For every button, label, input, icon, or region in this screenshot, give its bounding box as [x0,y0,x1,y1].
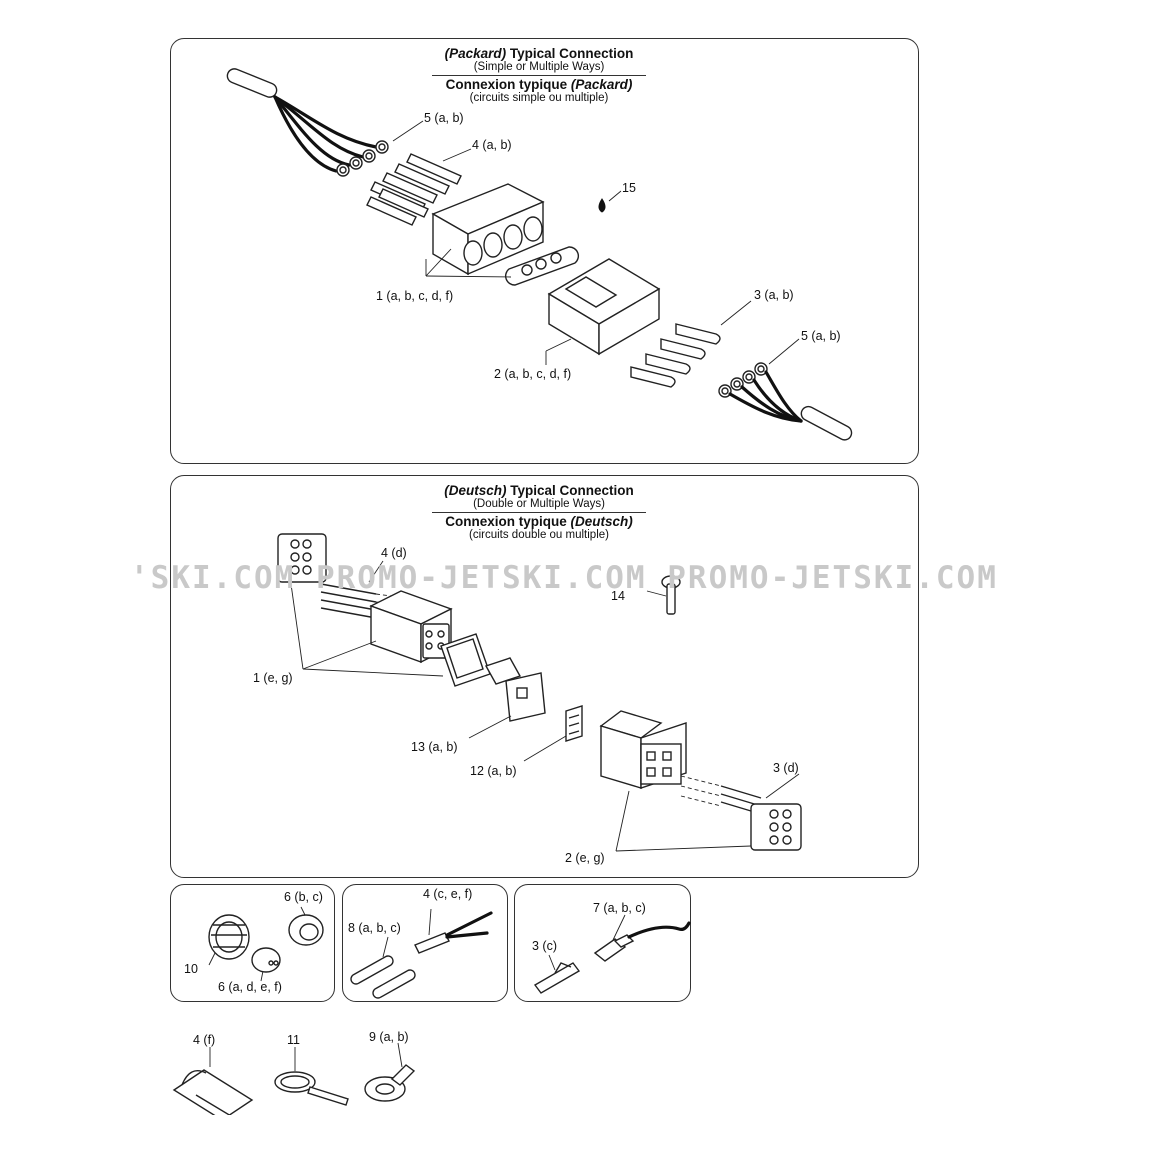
packard-title-rule [432,75,646,77]
callout-deutsch-12: 12 (a, b) [470,764,517,778]
deutsch-subtitle: (Double or Multiple Ways) [473,498,605,511]
seal-6bc [288,914,324,946]
loose-parts-drawing [172,1042,416,1115]
callout-4cef: 4 (c, e, f) [423,887,473,901]
butt-connectors-drawing [350,908,493,999]
callout-11: 11 [287,1033,300,1047]
callout-deutsch-13: 13 (a, b) [411,740,458,754]
packard-drawing [226,68,853,441]
packard-subtitle: (Simple or Multiple Ways) [473,61,605,74]
callout-deutsch-1: 1 (e, g) [253,671,293,685]
loose-parts: 4 (f) 11 9 (a, b) [160,1025,460,1115]
seal-6adef [251,947,281,973]
callout-packard-4ab: 4 (a, b) [472,138,512,152]
cable-tie-11 [274,1071,349,1106]
plug-body [369,590,453,664]
screw-14 [661,575,681,615]
seals-left [336,140,389,177]
packard-title: (Packard) Typical Connection [444,46,634,61]
connector-1 [431,183,545,276]
callout-3c: 3 (c) [532,939,557,953]
watermark: 'SKI.COM PROMO-JETSKI.COM PROMO-JETSKI.C… [130,560,998,596]
terminal-3c [533,962,581,994]
gasket [505,246,579,286]
callout-6bc: 6 (b, c) [284,890,323,904]
callout-deutsch-14: 14 [611,589,625,603]
deutsch-title-rule [432,512,646,514]
callout-packard-5ab-top: 5 (a, b) [424,111,464,125]
boot-seals-drawing [208,906,324,982]
deutsch-title: (Deutsch) Typical Connection [444,483,634,498]
callout-packard-1: 1 (a, b, c, d, f) [376,289,454,303]
callout-6adef: 6 (a, d, e, f) [218,980,282,994]
sensor-terminal-drawing [533,914,691,994]
box-sensor-terminal: 7 (a, b, c) 3 (c) [514,884,691,1002]
grease-drop-icon [598,198,606,213]
wedge-12 [565,705,583,742]
callout-8abc: 8 (a, b, c) [348,921,401,935]
callout-10: 10 [184,962,198,976]
deutsch-panel: (Deutsch) Typical Connection (Double or … [170,475,919,878]
sleeves-8 [350,955,416,999]
ring-terminal-9 [364,1064,416,1102]
splice-4cef [414,911,493,954]
quick-disconnect-4f [172,1069,254,1115]
callout-deutsch-2: 2 (e, g) [565,851,605,865]
callout-9ab: 9 (a, b) [369,1030,409,1044]
packard-subtitle-fr: (circuits simple ou multiple) [469,92,609,105]
box-butt-connectors: 4 (c, e, f) 8 (a, b, c) [342,884,508,1002]
left-harness [226,68,378,173]
sensor-7abc [593,921,691,962]
callout-deutsch-3d: 3 (d) [773,761,799,775]
boot-10 [208,914,250,960]
terminals-left [366,153,462,226]
box-boot-seals: 6 (b, c) 10 6 (a, d, e, f) [170,884,335,1002]
callout-packard-5ab-bottom: 5 (a, b) [801,329,841,343]
terminals-3d [680,775,762,815]
callout-packard-3ab: 3 (a, b) [754,288,794,302]
callout-4f: 4 (f) [193,1033,216,1047]
callout-packard-15: 15 [622,181,636,195]
receptacle-body [599,710,687,789]
interface-seal [440,633,491,687]
callout-deutsch-4d: 4 (d) [381,546,407,560]
deutsch-title-block: (Deutsch) Typical Connection (Double or … [429,483,649,542]
callout-7abc: 7 (a, b, c) [593,901,646,915]
deutsch-drawing [277,533,802,852]
deutsch-subtitle-fr: (circuits double ou multiple) [469,529,609,542]
terminals-right [630,323,721,388]
right-harness [728,370,853,441]
connector-2 [547,258,661,356]
wedge-seal-top [277,533,327,583]
packard-title-block: (Packard) Typical Connection (Simple or … [429,46,649,105]
packard-title-fr: Connexion typique (Packard) [445,77,633,93]
packard-panel: (Packard) Typical Connection (Simple or … [170,38,919,464]
wedge-seal-bottom [750,803,802,851]
seals-right [718,362,768,398]
wedge-lock [484,657,546,722]
deutsch-title-fr: Connexion typique (Deutsch) [445,514,633,530]
callout-packard-2: 2 (a, b, c, d, f) [494,367,572,381]
